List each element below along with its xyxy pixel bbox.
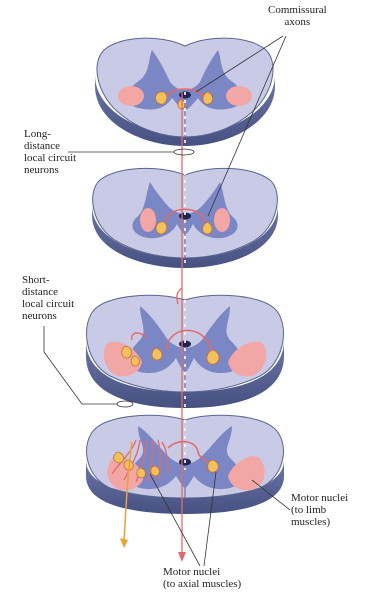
long-axon-arrowhead <box>178 552 186 562</box>
short-distance-marker-ring <box>117 401 133 407</box>
motor-nucleus-right <box>214 208 230 232</box>
neuron-cell-body <box>203 92 213 104</box>
label-motor-nuclei-axial: Motor nuclei (to axial muscles) <box>163 566 241 590</box>
neuron-cell-body <box>208 460 219 472</box>
motor-nucleus-left <box>140 208 156 232</box>
neuron-cell-body <box>122 346 132 358</box>
short-axon-arrowhead <box>120 538 128 548</box>
neuron-cell-body <box>156 222 167 234</box>
motor-nucleus-right <box>226 86 252 106</box>
neuron-cell-body <box>178 100 185 109</box>
motor-nucleus-left <box>118 86 144 106</box>
label-short-distance-local-circuit-neurons: Short- distance local circuit neurons <box>22 274 74 322</box>
label-long-distance-local-circuit-neurons: Long- distance local circuit neurons <box>24 128 76 176</box>
neuron-cell-body <box>151 466 160 476</box>
spinal-section-3 <box>86 295 284 408</box>
neuron-cell-body <box>114 452 124 463</box>
label-commissural-axons: Commissural axons <box>268 4 327 28</box>
neuron-cell-body <box>131 356 139 366</box>
neuron-cell-body <box>207 350 219 364</box>
neuron-cell-body <box>156 92 167 104</box>
long-distance-marker-ring <box>174 149 194 155</box>
label-motor-nuclei-limb: Motor nuclei (to limb muscles) <box>291 492 348 528</box>
neuron-cell-body <box>137 468 146 478</box>
